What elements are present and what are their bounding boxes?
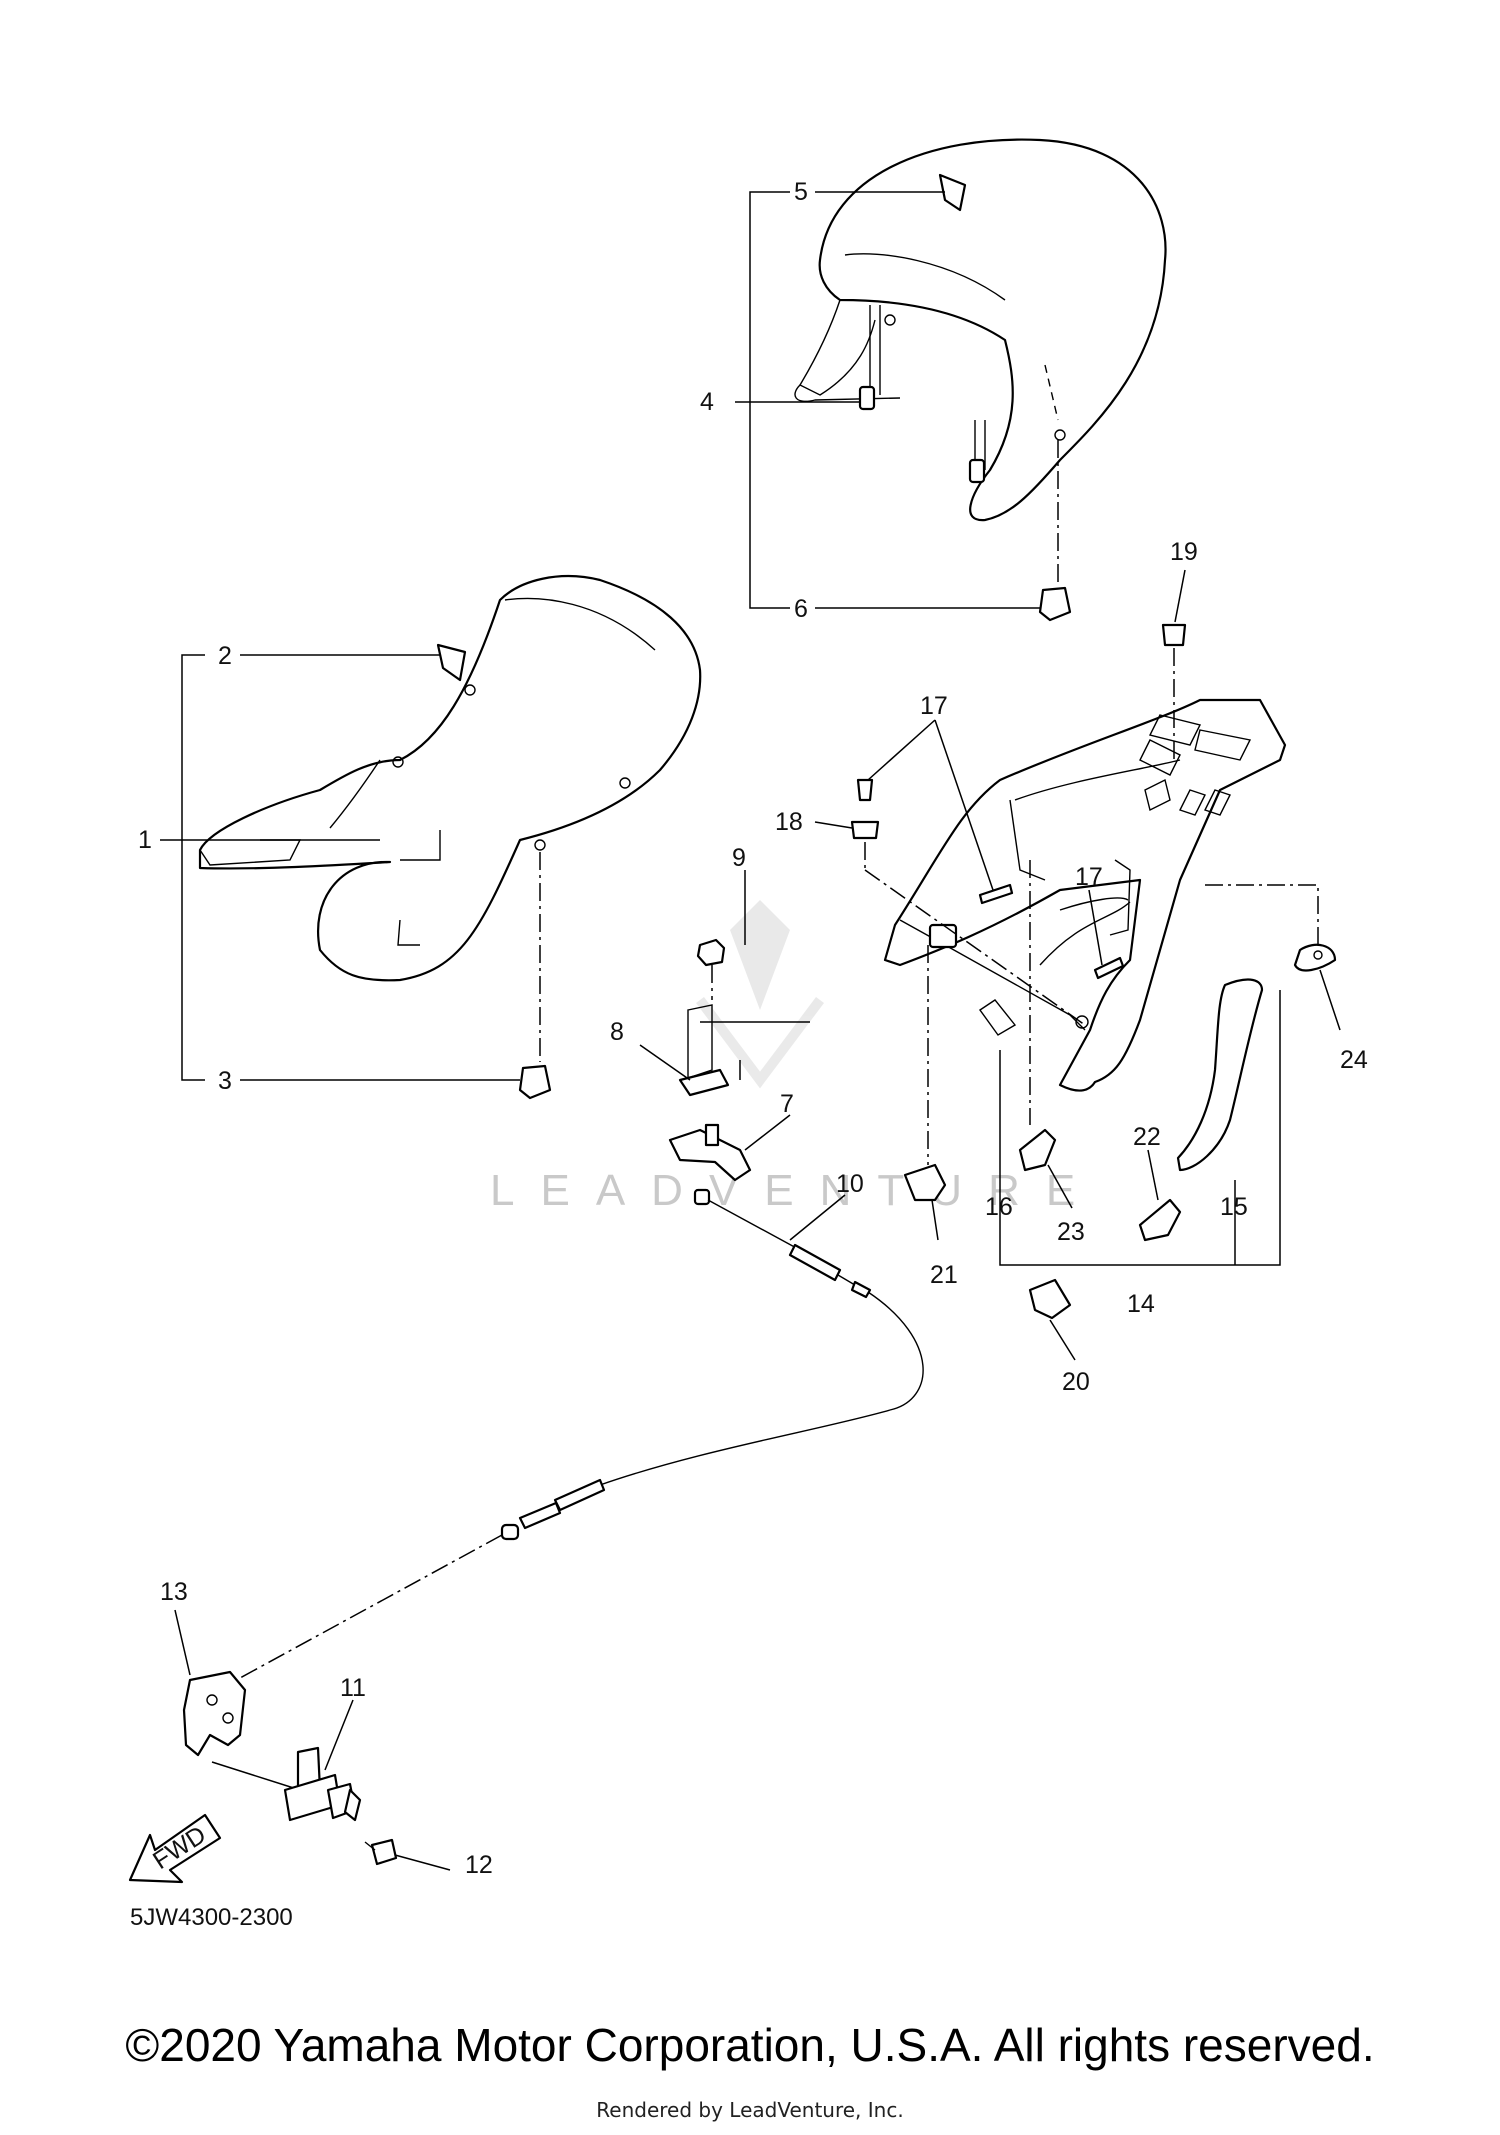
callout-21: 21 [930, 1261, 958, 1289]
callout-13: 13 [160, 1578, 188, 1606]
callout-11: 11 [340, 1674, 366, 1702]
callout-17-a: 17 [920, 692, 948, 720]
part-17-bolt-top [856, 778, 874, 802]
part-12-screw [370, 1838, 398, 1866]
callout-16: 16 [985, 1193, 1013, 1221]
part-23-clip [1018, 1128, 1057, 1172]
part-17-bolt-a [978, 883, 1014, 905]
callout-3: 3 [218, 1067, 232, 1095]
callout-10: 10 [836, 1170, 864, 1198]
rear-seat [794, 138, 1167, 522]
fwd-arrow-icon: FWD [128, 1813, 222, 1884]
part-21-clip [903, 1163, 947, 1202]
callout-labels: 1 2 3 4 5 6 7 8 9 10 11 12 13 14 15 16 1… [138, 178, 1368, 1879]
callout-18: 18 [775, 808, 803, 836]
callout-24: 24 [1340, 1046, 1368, 1074]
part-13-bracket [182, 1670, 247, 1757]
callout-7: 7 [780, 1090, 794, 1118]
callout-15: 15 [1220, 1193, 1248, 1221]
callout-1: 1 [138, 826, 152, 854]
callout-5: 5 [794, 178, 808, 206]
part-10-cable [239, 1188, 924, 1679]
copyright-text: ©2020 Yamaha Motor Corporation, U.S.A. A… [125, 2019, 1375, 2071]
callout-22: 22 [1133, 1123, 1161, 1151]
part-20-clip [1028, 1278, 1072, 1320]
part-3-damper [518, 1064, 552, 1100]
part-18-washer [850, 820, 880, 840]
callout-14: 14 [1127, 1290, 1155, 1318]
callout-9: 9 [732, 844, 746, 872]
grab-rail [883, 698, 1287, 1092]
callout-2: 2 [218, 642, 232, 670]
callout-8: 8 [610, 1018, 624, 1046]
part-9-nut [696, 938, 726, 967]
diagram-code: 5JW4300-2300 [130, 1904, 293, 1931]
callout-23: 23 [1057, 1218, 1085, 1246]
rendered-by-text: Rendered by LeadVenture, Inc. [596, 2098, 904, 2122]
callout-6: 6 [794, 595, 808, 623]
watermark-logo [696, 900, 824, 1089]
part-11-key-cylinder [283, 1746, 362, 1822]
callout-17-b: 17 [1075, 863, 1103, 891]
part-6-damper [1038, 586, 1072, 622]
part-8-plate [678, 1068, 730, 1097]
callout-4: 4 [700, 388, 714, 416]
part-22-clip [1138, 1198, 1182, 1242]
part-19-bolt [1161, 623, 1187, 647]
callout-20: 20 [1062, 1368, 1090, 1396]
watermark-text: LEADVENTURE [490, 1166, 1101, 1215]
front-seat [198, 574, 702, 982]
part-17-bolt-b [1093, 956, 1125, 980]
callout-19: 19 [1170, 538, 1198, 566]
callout-12: 12 [465, 1851, 493, 1879]
part-15-cover [1176, 978, 1264, 1172]
